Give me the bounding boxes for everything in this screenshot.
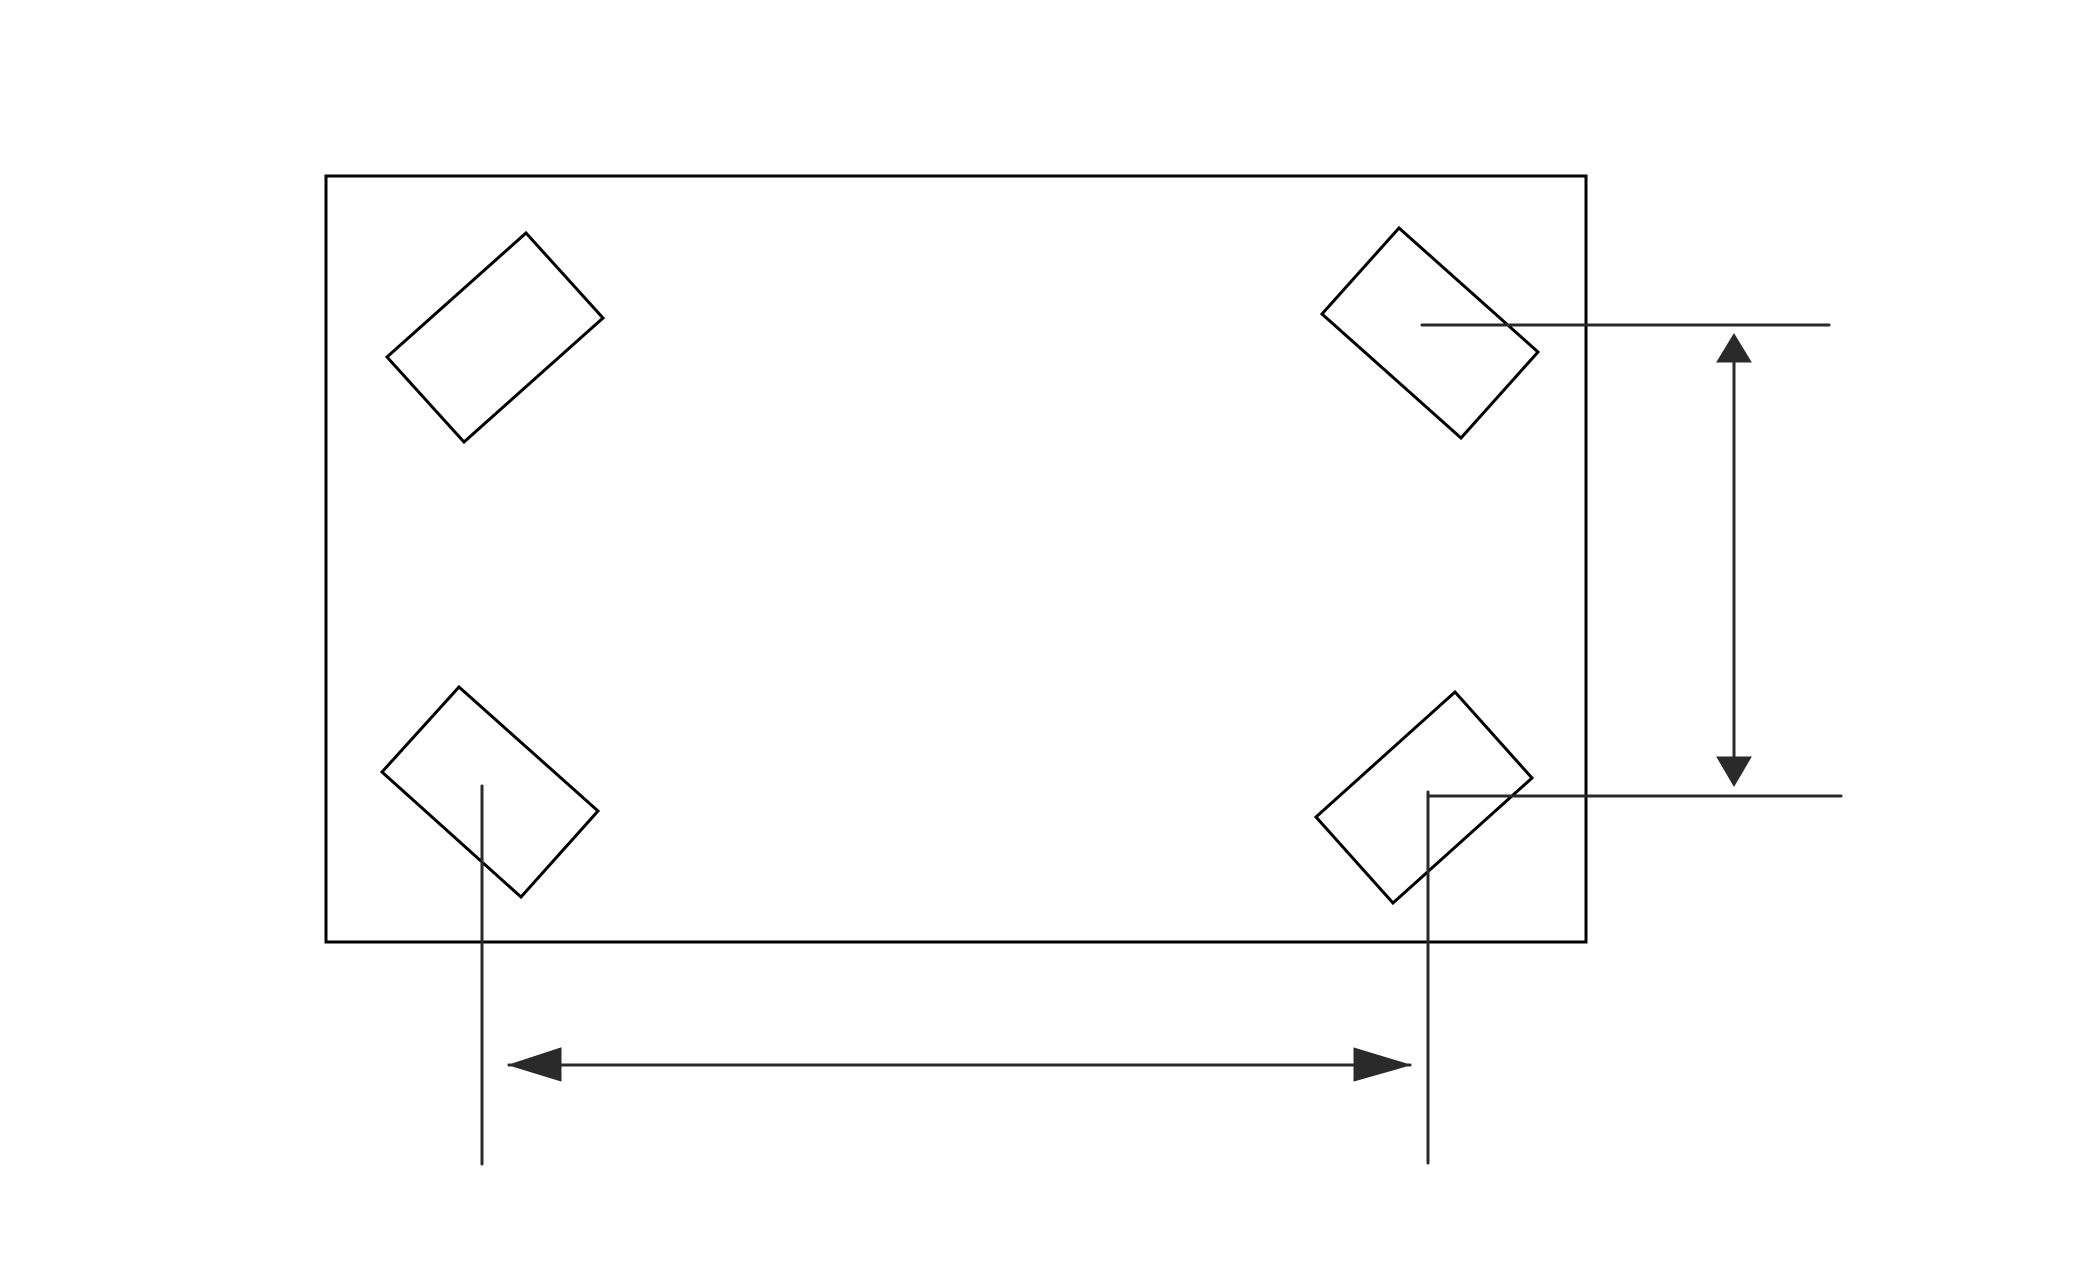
vertical-arrowhead-up: [1716, 333, 1752, 363]
plate-outline: [324, 174, 1588, 944]
horizontal-arrowhead-right: [1353, 1047, 1412, 1082]
slot-top-right: [1319, 225, 1541, 441]
slot-bottom-right: [1313, 689, 1535, 906]
slot-top-left: [384, 230, 606, 445]
slot-bottom-left: [379, 684, 601, 900]
horizontal-arrowhead-left: [507, 1047, 562, 1082]
vertical-arrowhead-down: [1716, 756, 1752, 787]
